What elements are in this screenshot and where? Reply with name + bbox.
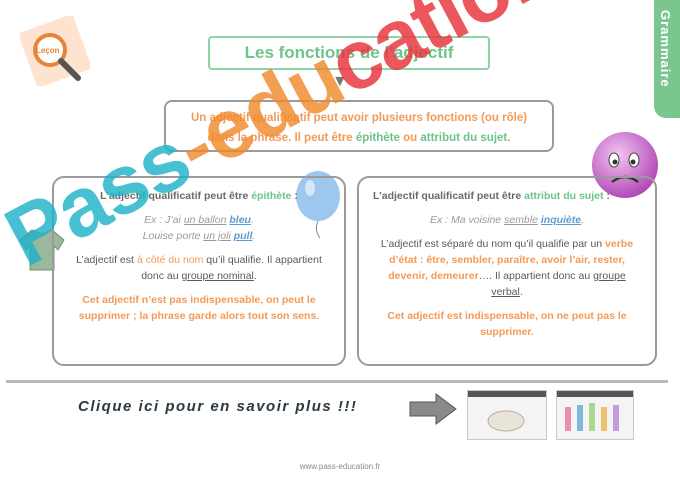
magnifier-icon — [17, 13, 93, 89]
ex2-prefix: Louise porte — [142, 230, 204, 242]
balloon-icon — [296, 171, 340, 239]
epithete-expl-d: groupe nominal — [181, 270, 254, 282]
ex1-end: . — [250, 214, 254, 226]
ex2-adj: pull — [233, 230, 253, 242]
intro-attribut: attribut du sujet — [420, 132, 508, 144]
attribut-expl-c: …. Il appartient donc au — [478, 270, 594, 282]
intro-epithete: épithète — [355, 132, 400, 144]
down-arrow-icon: ▼ — [332, 73, 348, 90]
people-icon — [565, 403, 619, 431]
attribut-card-heading: L’adjectif qualificatif peut être attrib… — [373, 188, 641, 204]
attribut-heading-highlight: attribut du sujet — [524, 190, 604, 202]
footer-url: www.pass-education.fr — [299, 462, 381, 471]
attr-ex-prefix: Ex : Ma voisine — [429, 214, 505, 226]
ex2-noun: un joli — [203, 230, 231, 242]
epithete-expl-c: qu’il qualifie. Il appartient donc au — [141, 254, 322, 282]
epithete-card: L’adjectif qualificatif peut être épithè… — [52, 176, 346, 366]
epithete-examples: Ex : J’ai un ballon bleu. Louise porte u… — [68, 212, 330, 244]
ex1-adj: bleu — [229, 214, 251, 226]
video-thumbnail-2[interactable] — [556, 390, 634, 440]
pillow-icon — [487, 410, 525, 432]
more-info-link[interactable]: Clique ici pour en savoir plus !!! — [78, 398, 358, 415]
video-thumbnail-1[interactable] — [467, 390, 547, 440]
attr-ex-adj: inquiète — [540, 214, 582, 226]
thumbnail-bar — [557, 391, 633, 397]
attribut-explanation: L’adjectif est séparé du nom qu’il quali… — [373, 236, 641, 300]
attribut-expl-b: verbe d’état : être, sembler, paraître, … — [388, 238, 634, 282]
epithete-expl-a: L’adjectif est — [76, 254, 137, 266]
intro-part1: Un adjectif qualificatif peut avoir plus… — [190, 112, 528, 124]
subject-tab-label: Grammaire — [658, 10, 673, 88]
intro-part2: dans la phrase. Il peut être — [207, 132, 356, 144]
ex1-noun: un ballon — [183, 214, 227, 226]
ex2-end: . — [252, 230, 256, 242]
lesson-logo: Leçon — [17, 13, 93, 89]
epithete-heading-highlight: épithète — [251, 190, 292, 202]
attribut-expl-a: L’adjectif est séparé du nom qu’il quali… — [380, 238, 606, 250]
epithete-heading-end: : — [291, 190, 298, 202]
page-title: Les fonctions de l’adjectif — [208, 36, 490, 70]
epithete-note: Cet adjectif n’est pas indispensable, on… — [78, 294, 320, 322]
attr-ex-verb: semble — [504, 214, 538, 226]
intro-box: Un adjectif qualificatif peut avoir plus… — [164, 100, 554, 152]
separator-line — [6, 380, 668, 383]
logo-text: Leçon — [36, 46, 60, 55]
attribut-example: Ex : Ma voisine semble inquiète. — [373, 212, 641, 228]
attribut-heading-end: : — [603, 190, 610, 202]
attribut-heading-text: L’adjectif qualificatif peut être — [373, 190, 525, 202]
attribut-card: L’adjectif qualificatif peut être attrib… — [357, 176, 657, 366]
epithete-expl-e: . — [253, 270, 257, 282]
right-arrow-icon — [409, 393, 457, 425]
epithete-expl-b: à côté du nom — [136, 254, 204, 266]
epithete-heading-text: L’adjectif qualificatif peut être — [100, 190, 252, 202]
attribut-expl-d: groupe verbal — [491, 270, 626, 298]
attribut-note: Cet adjectif est indispensable, on ne pe… — [387, 310, 627, 338]
intro-end: . — [507, 132, 511, 144]
intro-ou: ou — [399, 132, 421, 144]
thumbnail-bar — [468, 391, 546, 397]
attr-ex-end: . — [581, 214, 585, 226]
epithete-explanation: L’adjectif est à côté du nom qu’il quali… — [68, 252, 330, 284]
epithete-card-heading: L’adjectif qualificatif peut être épithè… — [68, 188, 330, 204]
ex1-prefix: Ex : J’ai — [144, 214, 184, 226]
subject-tab: Grammaire — [654, 0, 680, 118]
sad-face-icon — [592, 132, 658, 198]
attribut-expl-e: . — [519, 286, 523, 298]
